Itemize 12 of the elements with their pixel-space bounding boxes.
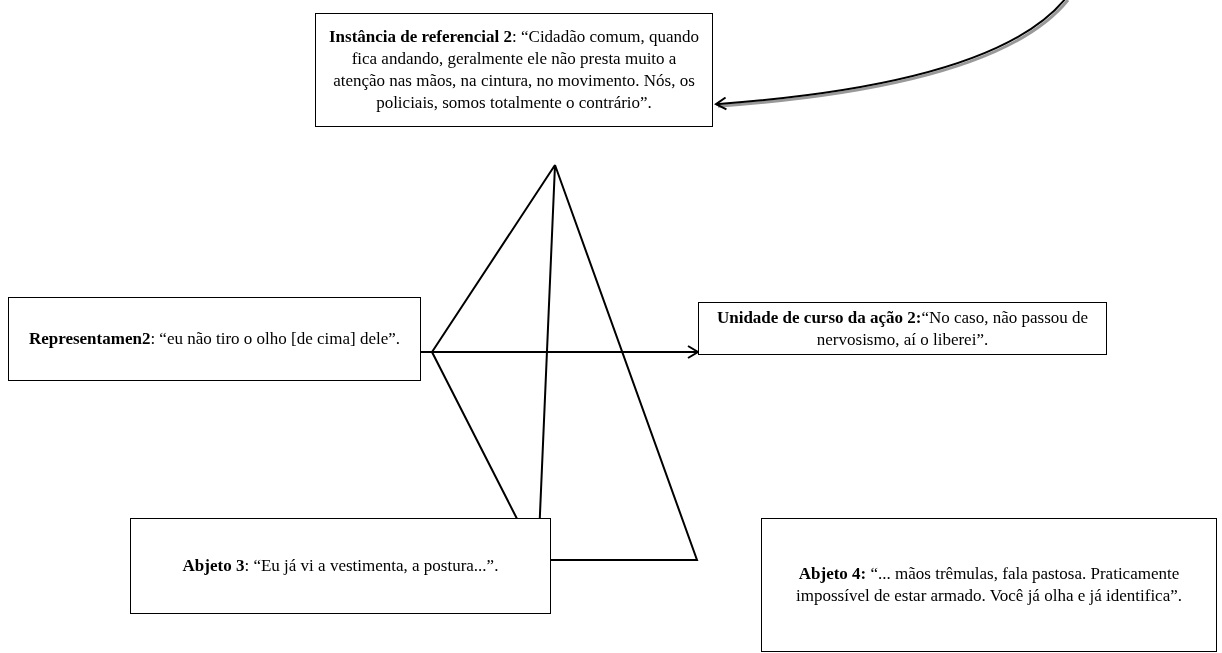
arrow — [420, 345, 699, 359]
quote-text: Unidade de curso da ação 2:“No caso, não passou de nervosismo, aí o liberei”. — [715, 306, 1090, 351]
quote-text: Instância de referencial 2: “Cidadão comum, quando fica andando, geralmente ele não presta muito a atenção nas mãos, na cintura, no movimento. Nós, os policiais, somos totalmente o contrário”. — [328, 26, 700, 114]
quote-box — [698, 302, 1107, 355]
quote-box — [8, 297, 421, 381]
quote-text: Abjeto 3: “Eu já vi a vestimenta, a postura...”. — [182, 555, 499, 577]
quote-box — [130, 518, 551, 614]
quote-text: Abjeto 4: “... mãos trêmulas, fala pastosa. Praticamente impossível de estar armado. Você já olha e já identifica”. — [795, 563, 1183, 607]
quote-box — [761, 518, 1217, 652]
quote-text: Representamen2: “eu não tiro o olho [de cima] dele”. — [28, 328, 401, 350]
quote-box — [315, 13, 713, 127]
curved-arrow — [715, 0, 1067, 111]
